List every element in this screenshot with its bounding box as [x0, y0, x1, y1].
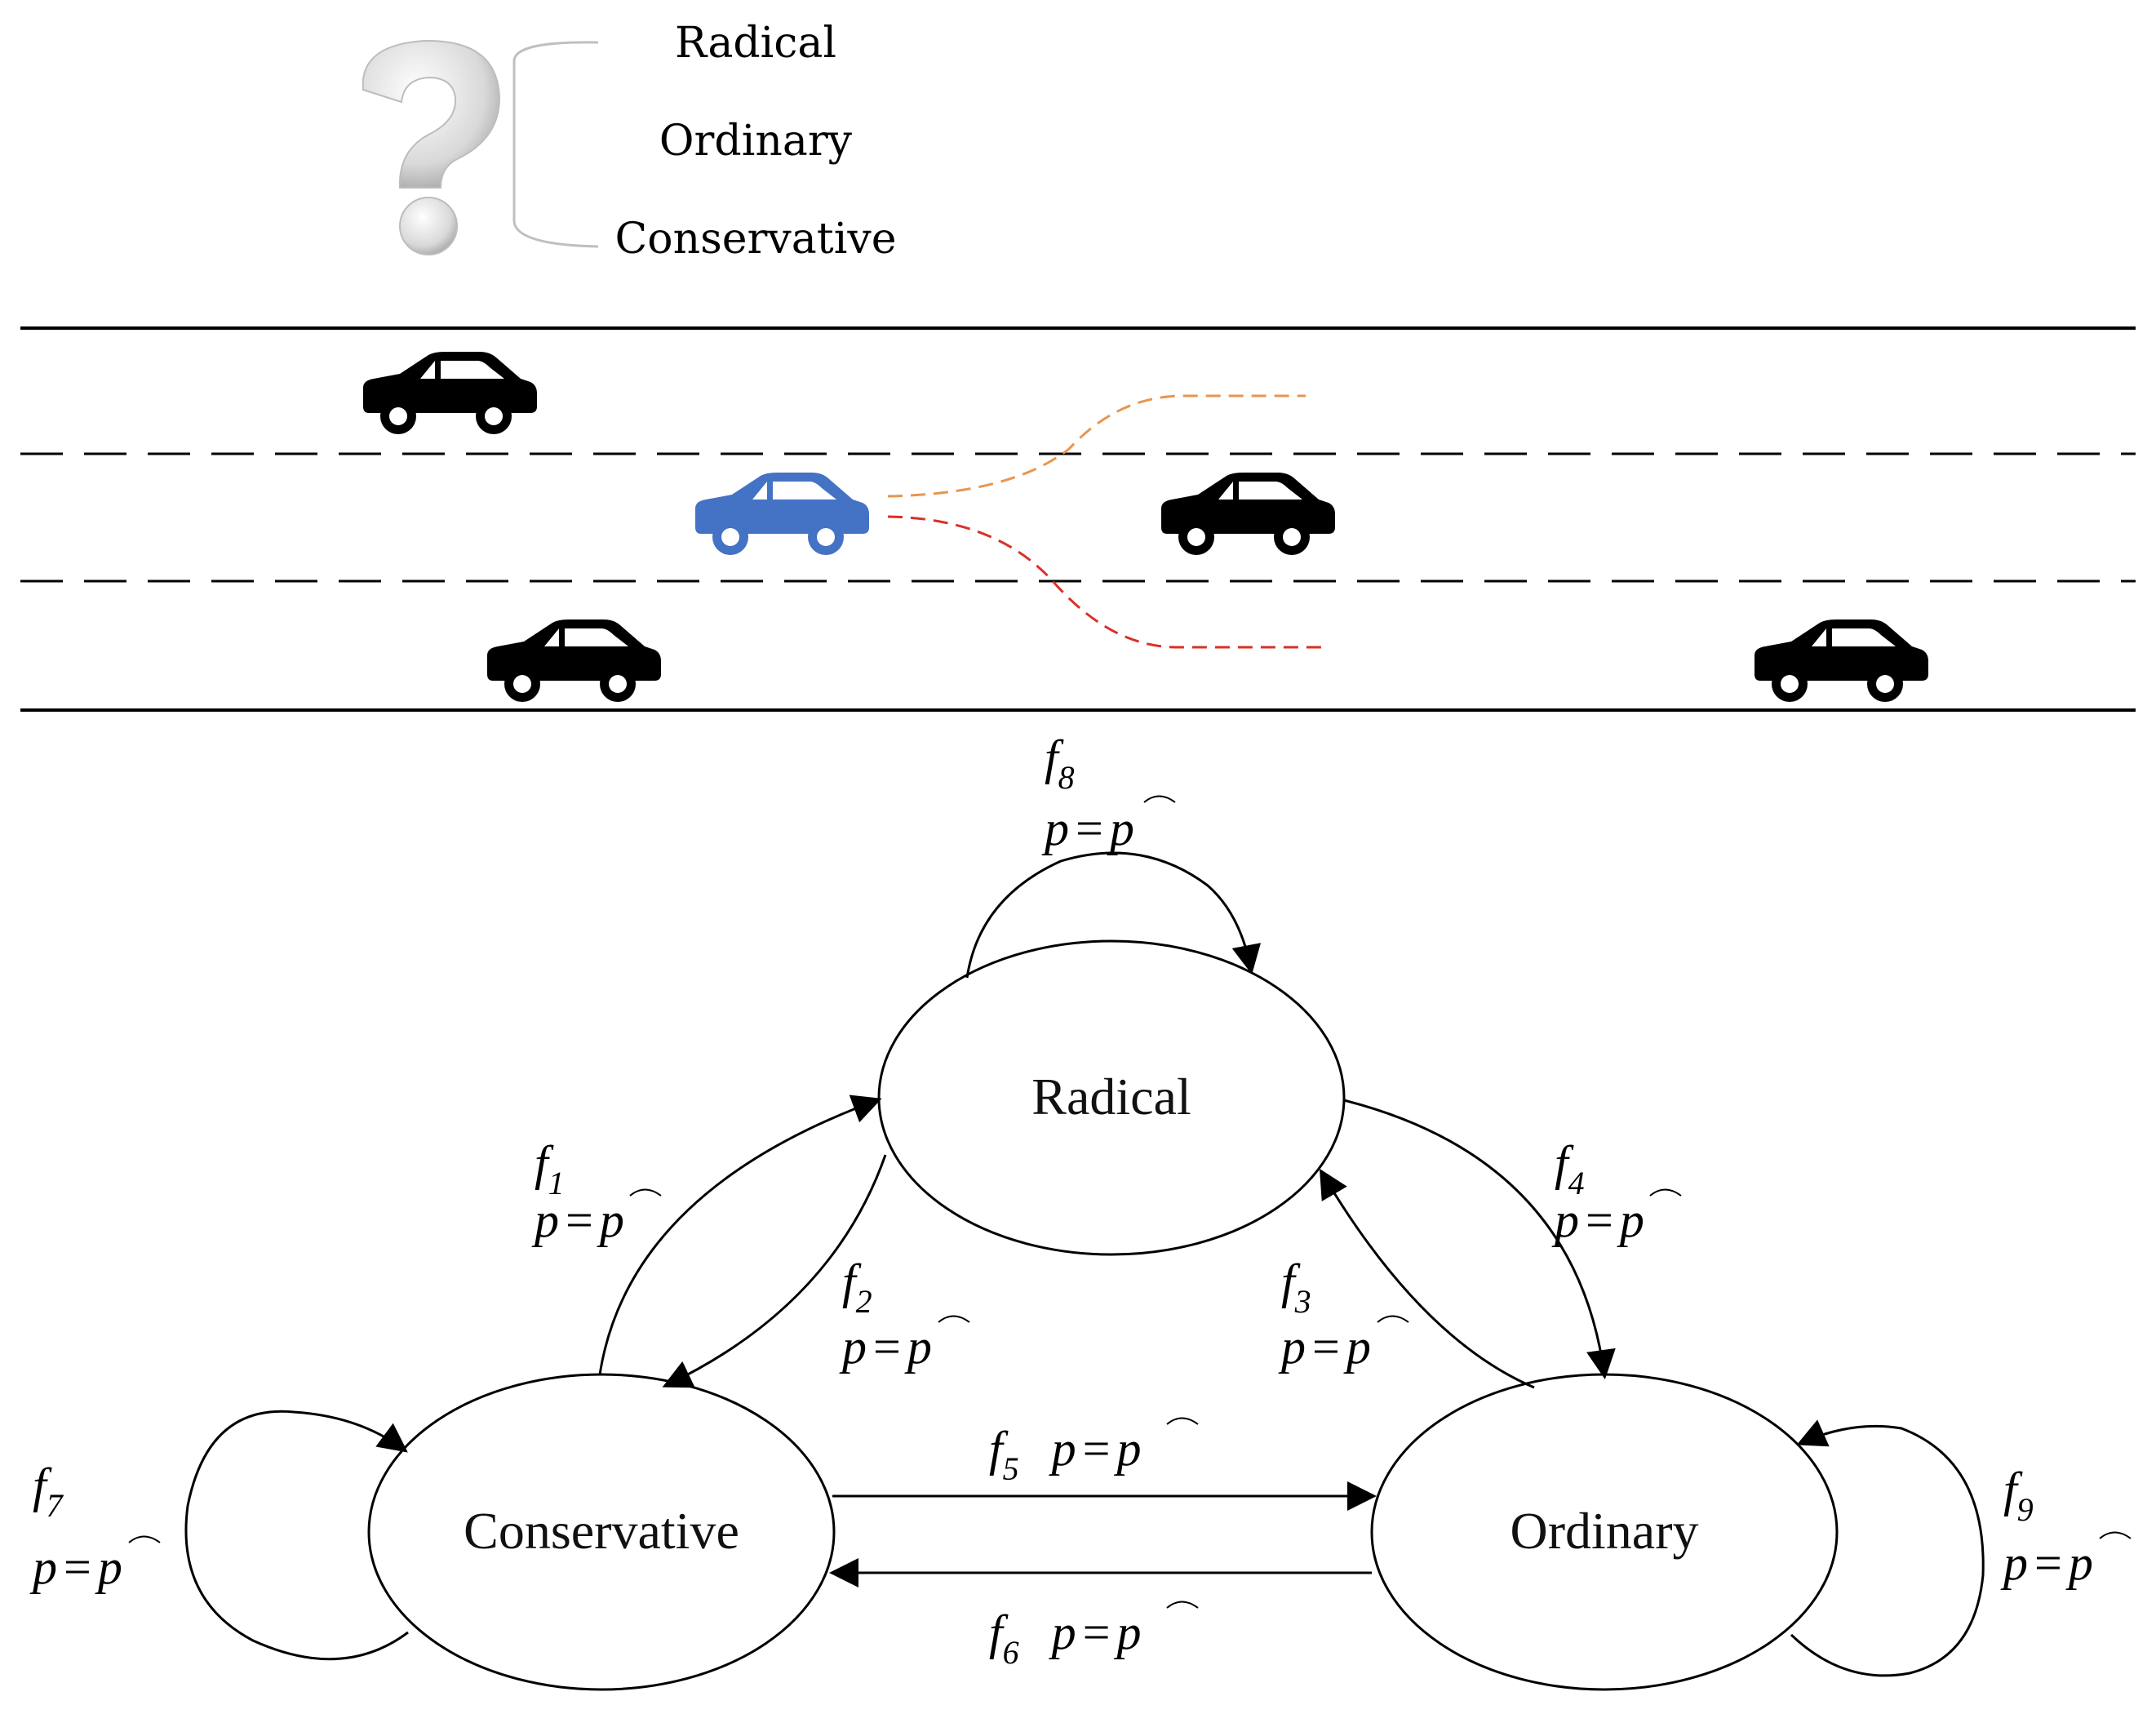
option-ordinary: Ordinary — [659, 117, 853, 166]
svg-text:p=p: p=p — [2000, 1536, 2093, 1590]
car-icon — [1755, 619, 1928, 702]
arrow-f4 — [1343, 1099, 1616, 1379]
road — [20, 326, 2136, 712]
svg-text:f9: f9 — [2003, 1463, 2034, 1528]
label-f3: f3 p=p — [1278, 1254, 1409, 1374]
car-icon — [363, 352, 537, 434]
svg-text:f5p=p: f5p=p — [989, 1422, 1142, 1487]
question-mark-icon — [362, 39, 501, 255]
arrow-f8-self-loop — [965, 851, 1262, 979]
option-radical: Radical — [675, 19, 836, 68]
options-brace — [512, 41, 599, 248]
svg-text:f3: f3 — [1281, 1254, 1311, 1320]
arrow-f1 — [598, 1095, 882, 1375]
arrow-f7-self-loop — [184, 1410, 409, 1661]
svg-text:f8: f8 — [1045, 730, 1075, 796]
svg-text:f1: f1 — [535, 1136, 565, 1201]
label-f4: f4 p=p — [1551, 1136, 1682, 1247]
arrow-f3 — [1319, 1168, 1535, 1389]
svg-text:p=p: p=p — [531, 1193, 624, 1247]
svg-text:p=p: p=p — [839, 1320, 932, 1374]
label-f1: f1 p=p — [531, 1136, 662, 1247]
car-icon — [487, 619, 661, 702]
label-f7: f7 p=p — [29, 1459, 161, 1594]
label-f9: f9 p=p — [2000, 1463, 2132, 1590]
option-conservative: Conservative — [615, 215, 897, 264]
label-f2: f2 p=p — [839, 1254, 970, 1374]
svg-text:f7: f7 — [33, 1459, 64, 1524]
svg-text:p=p: p=p — [1041, 801, 1134, 855]
label-f8: f8 p=p — [1041, 730, 1176, 855]
svg-text:p=p: p=p — [1551, 1193, 1644, 1247]
state-ordinary-label: Ordinary — [1510, 1502, 1698, 1560]
svg-text:p=p: p=p — [1278, 1320, 1371, 1374]
car-icon — [1161, 473, 1335, 555]
svg-text:f2: f2 — [842, 1254, 872, 1320]
trajectory-lane-change-left — [887, 394, 1306, 498]
state-conservative — [367, 1373, 836, 1691]
ego-car-icon — [695, 473, 869, 555]
state-radical-label: Radical — [1031, 1068, 1191, 1126]
state-conservative-label: Conservative — [464, 1502, 739, 1560]
svg-text:f4: f4 — [1555, 1136, 1585, 1201]
svg-text:p=p: p=p — [29, 1540, 122, 1594]
arrow-f2 — [662, 1154, 887, 1388]
arrow-f9-self-loop — [1790, 1419, 1985, 1677]
svg-text:f6p=p: f6p=p — [989, 1605, 1142, 1671]
